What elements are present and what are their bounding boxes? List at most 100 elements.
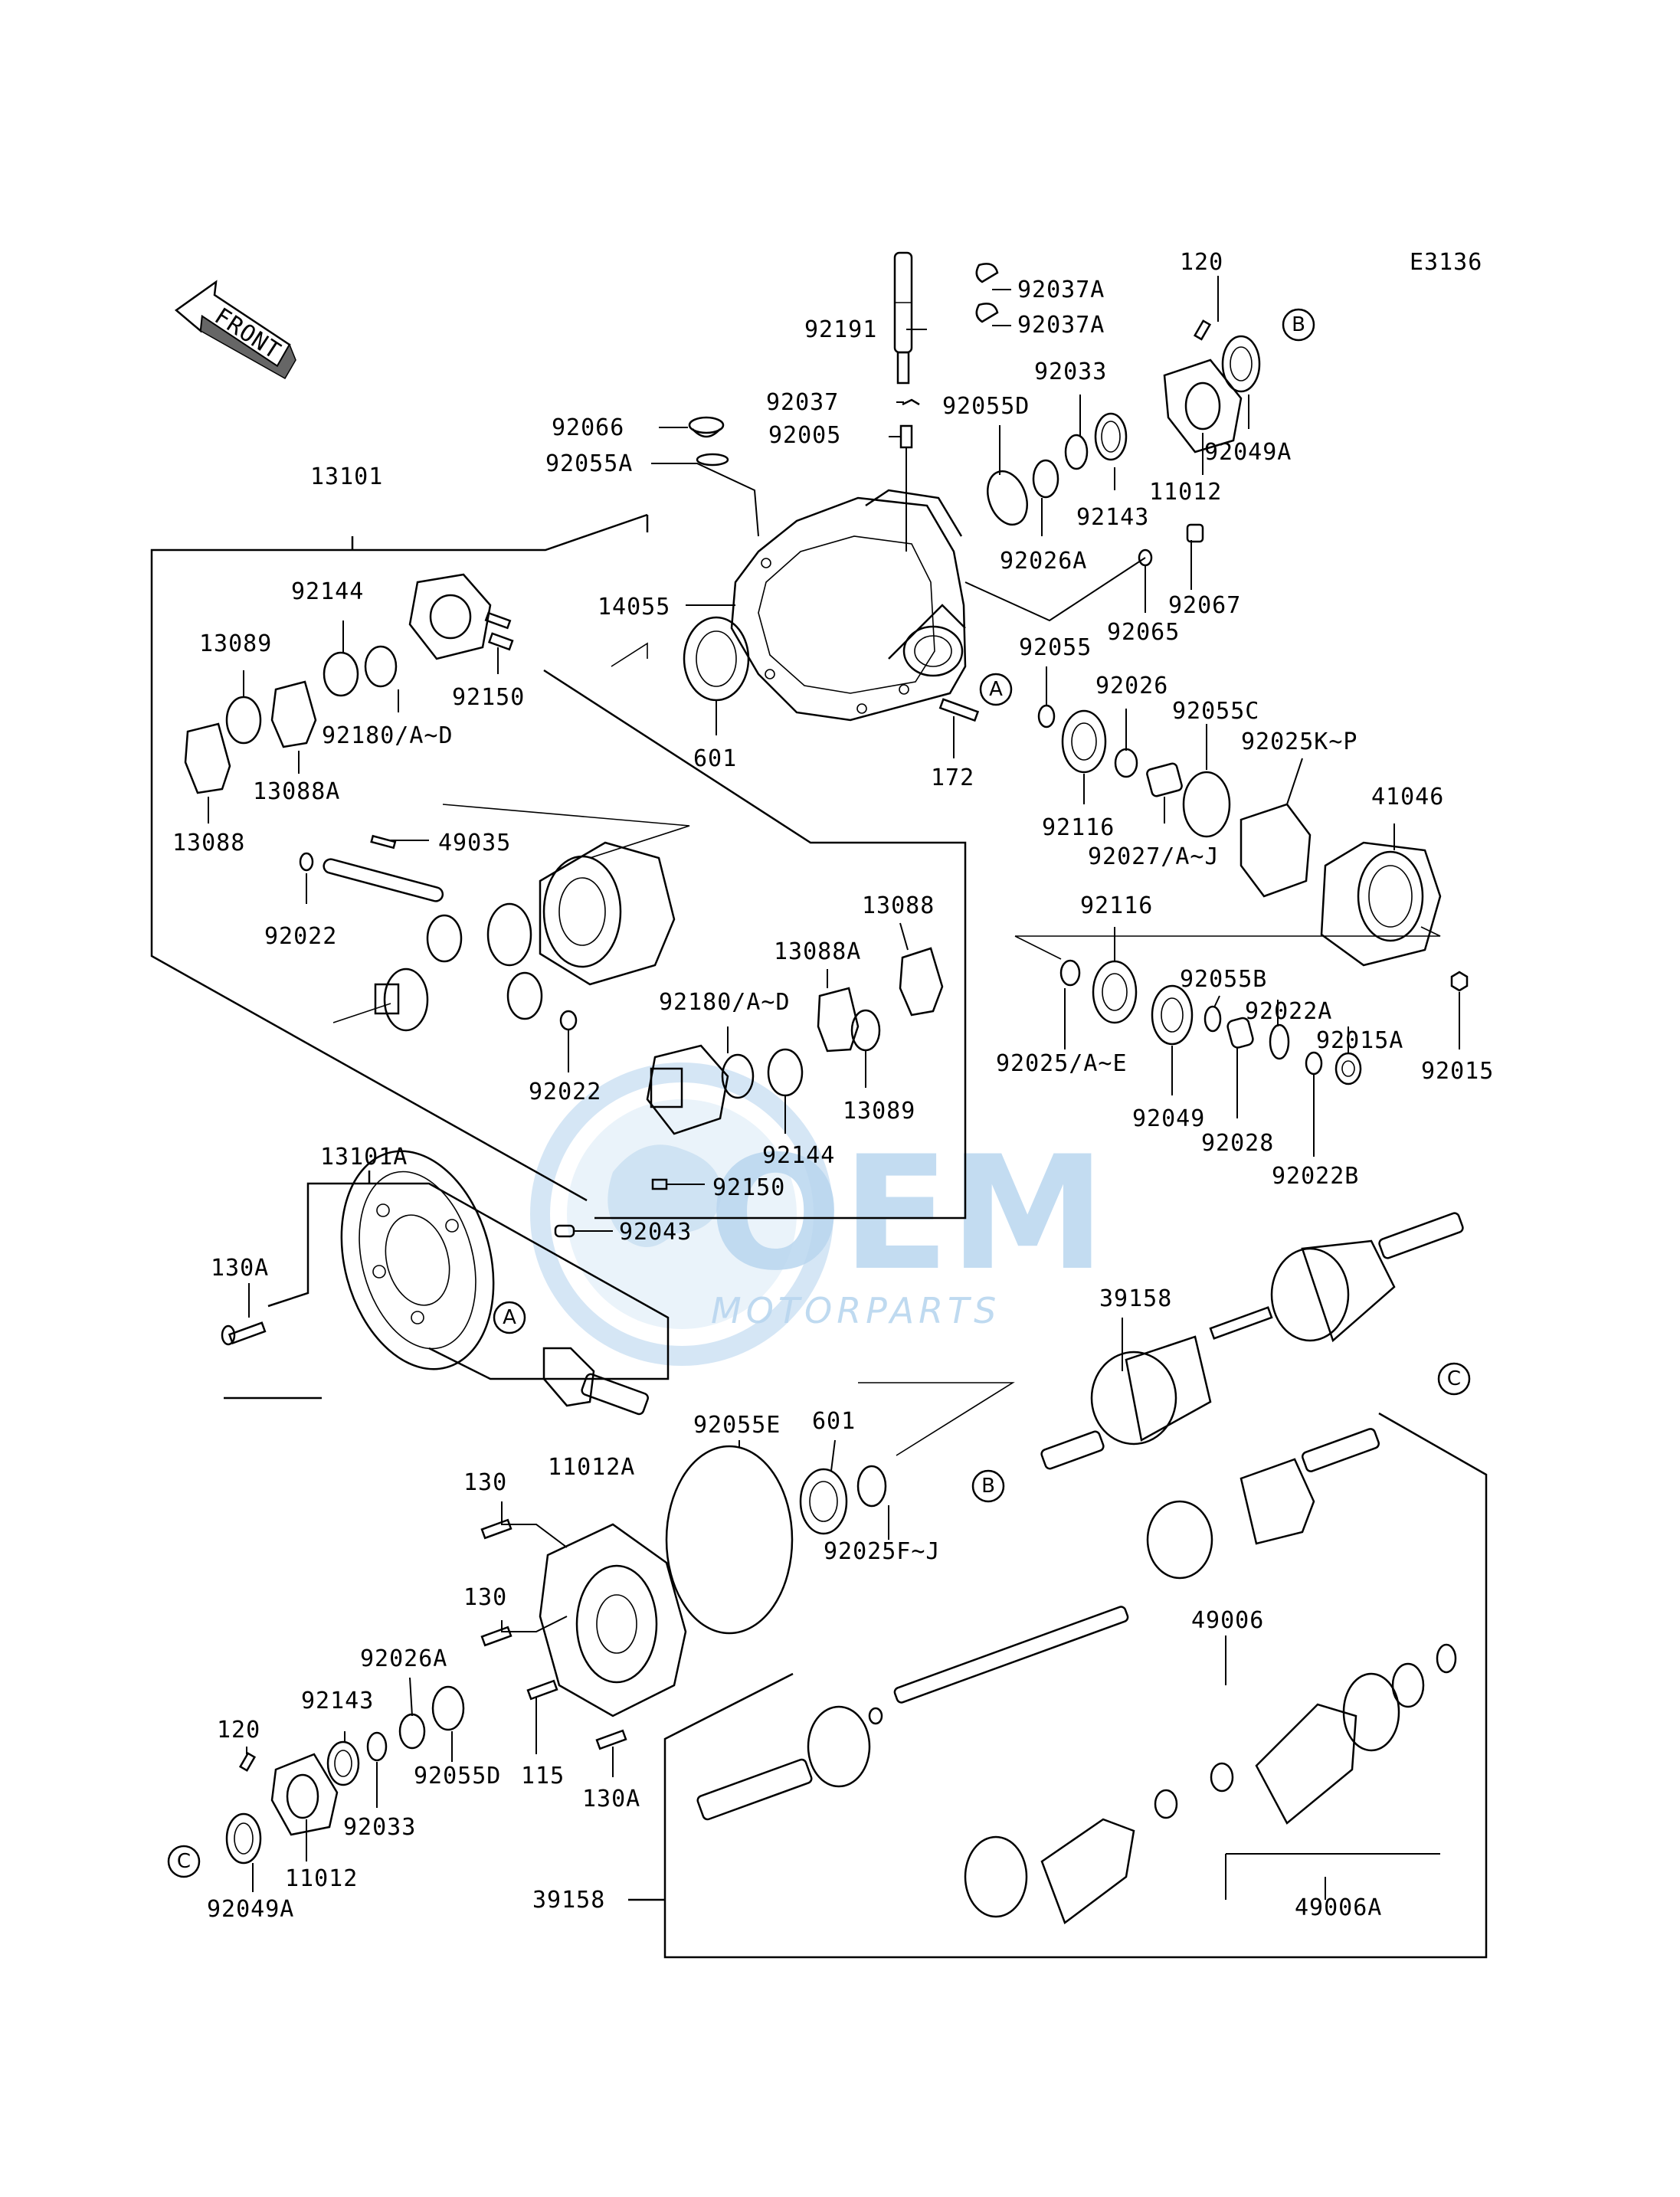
diff-case-right (646, 1044, 729, 1135)
label-92150-mid: 92150 (712, 1174, 785, 1201)
washer-92022-b (559, 1010, 578, 1031)
label-601-mid: 601 (812, 1408, 856, 1435)
label-92144-top: 92144 (291, 578, 364, 605)
label-92026-mid: 92026 (1095, 673, 1168, 699)
label-92015A: 92015A (1316, 1027, 1403, 1054)
bearing-92116-b (1092, 960, 1138, 1024)
gear-side-1 (486, 902, 532, 967)
valve-92005 (899, 424, 913, 552)
leaders (208, 276, 1460, 1900)
shim-92025AE (1059, 959, 1081, 987)
label-92022-b: 92022 (529, 1079, 601, 1105)
shim-92144-right (767, 1048, 804, 1097)
gasket-92025KP (1240, 803, 1312, 898)
watermark-sub: MOTORPARTS (711, 1290, 1000, 1331)
bolt-120-top (1193, 319, 1212, 341)
label-92049A-top: 92049A (1204, 439, 1292, 466)
gear-pinion-1 (426, 914, 463, 963)
ring-gear-13101A (340, 1150, 495, 1370)
label-92180-right: 92180/A~D (659, 989, 791, 1016)
gear-side-2 (374, 968, 429, 1032)
bolt-130-b (480, 1626, 513, 1647)
label-120-top: 120 (1180, 249, 1223, 276)
callout-c-top: C (1437, 1362, 1471, 1396)
washer-92022A (1269, 1023, 1290, 1060)
svg-text:C: C (177, 1850, 191, 1873)
label-41046: 41046 (1371, 784, 1444, 810)
label-13089-top: 13089 (199, 630, 272, 657)
plate-13088-top (184, 722, 231, 794)
callouts: B A A C B C (167, 308, 1471, 1878)
circlip-92033-top (1064, 434, 1089, 470)
label-92022A: 92022A (1245, 998, 1332, 1025)
diff-case-body (539, 841, 676, 986)
label-13088-top: 13088 (172, 830, 245, 856)
front-arrow-icon: FRONT (174, 280, 296, 380)
label-13088A-right: 13088A (774, 938, 861, 965)
callout-c-bot: C (167, 1845, 201, 1878)
oring-92055E (665, 1445, 794, 1635)
oring-92055C (1182, 771, 1231, 838)
label-92143-bot: 92143 (301, 1688, 374, 1714)
washer-92022-a (299, 852, 314, 872)
label-39158-bot: 39158 (532, 1887, 605, 1914)
label-13101A: 13101A (320, 1144, 408, 1171)
label-14055: 14055 (598, 594, 670, 620)
label-92055E: 92055E (693, 1412, 781, 1439)
shim-92180-right (721, 1053, 755, 1099)
label-92026A-bot: 92026A (360, 1645, 447, 1672)
nut-92015 (1450, 971, 1469, 992)
label-11012A: 11012A (548, 1454, 635, 1481)
dowel-92043 (554, 1224, 575, 1238)
bolt-130A-bot (595, 1729, 627, 1750)
diagram-code: E3136 (1410, 249, 1482, 276)
shim-92026A-top (1032, 459, 1059, 499)
label-13088-right: 13088 (862, 892, 935, 919)
bolt-120-bot (238, 1752, 257, 1772)
bolt-130A-top (221, 1321, 267, 1346)
housing-14055 (730, 489, 967, 722)
shim-92180-top (364, 645, 398, 688)
drive-shaft-39158-top (1040, 1212, 1464, 1470)
diff-case-part (408, 573, 512, 660)
bearing-92116-a (1061, 709, 1107, 774)
label-92150-top: 92150 (452, 684, 525, 711)
label-92049: 92049 (1132, 1105, 1205, 1132)
label-92037A-1: 92037A (1017, 277, 1105, 303)
label-92037A-2: 92037A (1017, 312, 1105, 339)
boot-49006A (1255, 1703, 1357, 1825)
part-labels: 92037A 92037A 92191 120 92037 92033 9205… (172, 249, 1493, 1923)
shim-92025FJ (856, 1465, 887, 1508)
cover-11012A (539, 1523, 687, 1717)
label-92025FJ: 92025F~J (824, 1538, 941, 1565)
label-92043: 92043 (619, 1219, 692, 1246)
bearing-601-mid (799, 1468, 848, 1535)
label-92033-bot: 92033 (343, 1814, 416, 1841)
clamp-92037A-1 (975, 263, 999, 283)
seal-92049 (1151, 984, 1194, 1046)
band-49006-small (1154, 1789, 1178, 1819)
seal-92049A-bot (225, 1812, 262, 1865)
stud-172 (938, 698, 980, 722)
label-92191: 92191 (804, 316, 877, 343)
label-92055A: 92055A (545, 450, 633, 477)
label-92025KP: 92025K~P (1241, 729, 1358, 755)
washer-13089-right (850, 1009, 881, 1052)
label-92067: 92067 (1168, 592, 1241, 619)
oring-92055B (1204, 1005, 1222, 1033)
label-92116-b: 92116 (1080, 892, 1153, 919)
label-92033-top: 92033 (1034, 359, 1107, 385)
bearing-92028 (1226, 1017, 1254, 1049)
svg-text:B: B (1292, 313, 1305, 336)
label-39158-top: 39158 (1099, 1285, 1172, 1312)
label-92116-a: 92116 (1042, 814, 1115, 841)
drive-pinion-gear (542, 1347, 649, 1416)
label-92055D-top: 92055D (942, 393, 1030, 420)
breather-92066 (688, 416, 725, 438)
callout-b-top: B (1282, 308, 1315, 342)
callout-a-top: A (979, 673, 1013, 706)
gear-pinion-2 (506, 971, 543, 1020)
gasket-92055A (696, 453, 729, 467)
oring-92055-mid (1037, 704, 1056, 729)
plate-13088A-top (270, 680, 317, 748)
